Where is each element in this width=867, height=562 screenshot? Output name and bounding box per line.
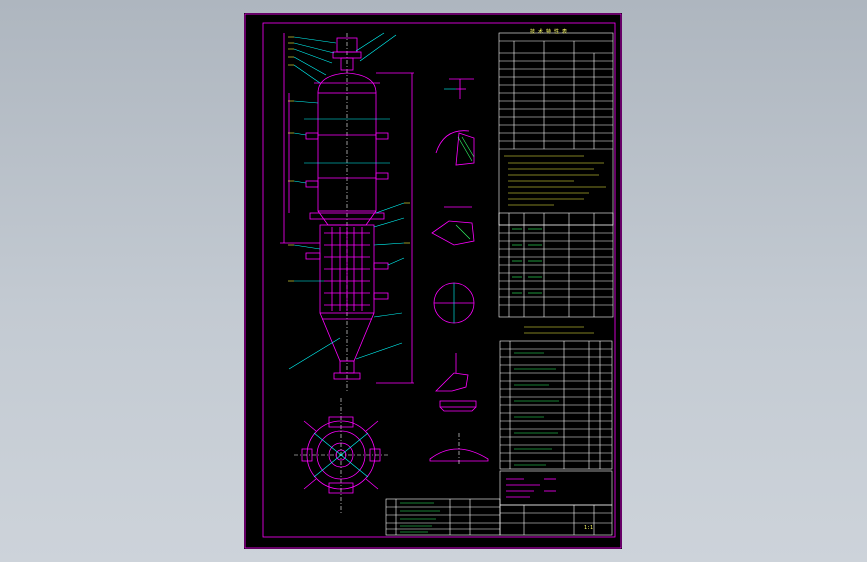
drawing-canvas <box>244 13 622 549</box>
vessel-elevation-view <box>280 32 414 393</box>
technical-data-table <box>498 32 614 226</box>
nozzle-table <box>498 212 614 334</box>
detail-views <box>429 78 489 465</box>
sheet-inner-frame <box>262 22 616 538</box>
tech-table-title: 技 术 特 性 表 <box>530 29 568 35</box>
scale-label: 1:1 <box>584 525 594 531</box>
vessel-plan-view <box>294 398 388 513</box>
drawing-sheet: 技 术 特 性 表 1:1 <box>244 13 622 549</box>
sheet-outer-border <box>244 13 622 549</box>
title-block <box>385 470 613 536</box>
parts-list-table <box>499 340 613 470</box>
